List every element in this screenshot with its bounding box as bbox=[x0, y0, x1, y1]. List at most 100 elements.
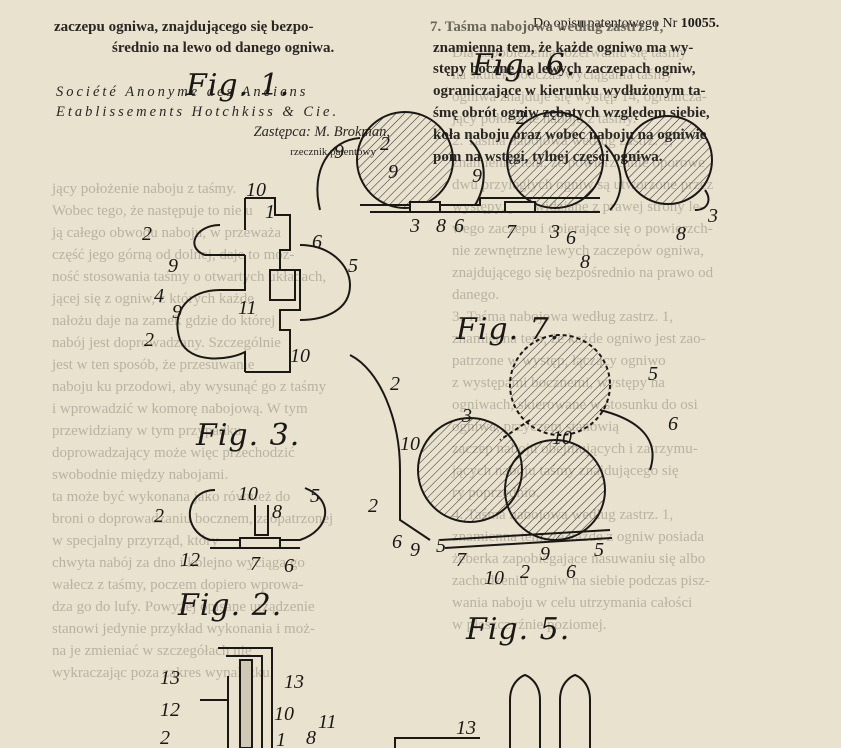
label-9: 9 bbox=[168, 255, 178, 277]
label-13: 13 bbox=[160, 667, 180, 689]
label-1: 1 bbox=[265, 201, 275, 223]
assignee-line-1: Société Anonyme des Anciens bbox=[56, 84, 309, 100]
fig-6-title: Fig. 6. bbox=[472, 48, 577, 83]
label-2: 2 bbox=[142, 223, 152, 245]
header-prefix: Do opisu patentowego Nr bbox=[533, 16, 678, 31]
fig-5-title: Fig. 5. bbox=[466, 612, 571, 647]
label-13: 13 bbox=[456, 717, 476, 739]
bleed-line: na skutek podczas wyciągania taśmy bbox=[452, 67, 673, 83]
label-10: 10 bbox=[246, 179, 266, 201]
bleed-line: nałożu daje na zamek gdzie do której bbox=[52, 313, 276, 329]
label-7: 7 bbox=[506, 221, 517, 243]
bleed-line: w specjalny przyrząd, który bbox=[52, 533, 219, 549]
label-10: 10 bbox=[552, 427, 572, 449]
label-8: 8 bbox=[436, 215, 446, 237]
bleed-line: w płaszczyźnie poziomej. bbox=[452, 617, 607, 633]
bleed-line: jest w ten sposób, że przesuwanie bbox=[52, 357, 255, 373]
bleed-line: Dla zapobieżenia rozerwaniu się taśmy bbox=[452, 45, 687, 61]
fig-1-drawing bbox=[176, 197, 352, 373]
label-2c: 2 bbox=[516, 107, 526, 129]
patent-number: 10055. bbox=[680, 16, 720, 31]
bleed-line: ogniwa znajduje się występ 14, ogranicza… bbox=[452, 89, 707, 105]
bleed-line: ją całego obwodu naboju, w przeważa bbox=[52, 225, 282, 241]
bleed-line: naboju ku przodowi, aby wysunąć go z taś… bbox=[52, 379, 327, 395]
label-6: 6 bbox=[454, 215, 464, 237]
label-7: 7 bbox=[456, 549, 467, 571]
bleed-line: jący położenie naboju z taśmy. bbox=[52, 181, 237, 197]
top-right-line-3: ograniczające w kierunku wydłużonym ta- bbox=[433, 83, 706, 99]
label-9b: 9 bbox=[540, 543, 550, 565]
label-10c: 10 bbox=[484, 567, 504, 589]
label-5b: 5 bbox=[436, 535, 446, 557]
bleed-line: na je zmieniać w szczegółach nie bbox=[52, 643, 252, 659]
bleed-line: wykraczając poza zakres wynalazku. bbox=[52, 665, 274, 681]
label-2b: 2 bbox=[144, 329, 154, 351]
fig-3-title: Fig. 3. bbox=[196, 418, 301, 453]
label-5: 5 bbox=[348, 255, 358, 277]
label-10: 10 bbox=[274, 703, 294, 725]
bleed-line: wania naboju w celu utrzymania całości bbox=[452, 595, 693, 611]
fig-2-drawing bbox=[200, 647, 273, 748]
label-5: 5 bbox=[310, 485, 320, 507]
label-9b: 9 bbox=[172, 301, 182, 323]
label-2: 2 bbox=[390, 373, 400, 395]
fig-2-labels: 13 13 12 10 11 2 1 8 bbox=[160, 667, 337, 748]
bleed-line: zachodzeniu ogniw na siebie podczas pisz… bbox=[452, 573, 710, 589]
agent-name: Zastępca: M. Brokman, bbox=[253, 124, 390, 140]
bleed-line: doprowadzający może więc przechodzić bbox=[52, 445, 295, 461]
fig-7-drawing bbox=[349, 334, 654, 549]
fig-5-drawing bbox=[394, 673, 591, 748]
agent-title: rzecznik patentowy bbox=[290, 146, 376, 158]
fig-3-drawing bbox=[188, 487, 326, 549]
label-2: 2 bbox=[154, 505, 164, 527]
bleed-line: broni o doprowadzaniu bocznem, zaopatrzo… bbox=[52, 511, 334, 527]
label-13b: 13 bbox=[284, 671, 304, 693]
bleed-line: znajdującego się bezpośrednio na prawo o… bbox=[452, 265, 714, 281]
label-9: 9 bbox=[410, 539, 420, 561]
assignee-line-2: Etablissements Hotchkiss & Cie. bbox=[56, 104, 340, 120]
fig-2-title: Fig. 2. bbox=[178, 588, 283, 623]
label-8b: 8 bbox=[580, 251, 590, 273]
fig-7-labels: 2 5 3 6 10 10 2 6 9 5 7 10 2 9 6 5 bbox=[368, 363, 678, 589]
label-6c: 6 bbox=[566, 561, 576, 583]
label-10: 10 bbox=[238, 483, 258, 505]
patent-header: Do opisu patentowego Nr 10055. bbox=[533, 16, 719, 32]
label-5: 5 bbox=[648, 363, 658, 385]
top-left-line-2: średnio na lewo od danego ogniwa. bbox=[112, 40, 335, 56]
fig-1-title: Fig. 1. bbox=[186, 68, 291, 103]
label-8: 8 bbox=[272, 501, 282, 523]
bleed-line: część jego górną od dolnej, daje to moż- bbox=[52, 247, 295, 263]
bleed-line: ność stosowania taśmy o otwartych układa… bbox=[52, 269, 327, 285]
label-8c: 8 bbox=[676, 223, 686, 245]
label-10b: 10 bbox=[400, 433, 420, 455]
bleed-line: jącej się z ogniw, z których każde bbox=[52, 291, 254, 307]
label-12: 12 bbox=[160, 699, 180, 721]
label-3b: 3 bbox=[549, 221, 560, 243]
label-6: 6 bbox=[312, 231, 322, 253]
top-right-line-2: stępy boczne na lewych zaczepach ogniw, bbox=[433, 61, 696, 77]
label-9b: 9 bbox=[388, 161, 398, 183]
label-2: 2 bbox=[380, 133, 390, 155]
bleed-line: Wobec tego, że następuje to nie u bbox=[52, 203, 253, 219]
fig-1-labels: 10 1 2 6 5 9 4 9 11 2 10 bbox=[142, 179, 358, 367]
top-right-line-0: 7. Taśma nabojowa według zastrz. 1, bbox=[430, 19, 664, 35]
top-right-line-1: znamienna tem, że każde ogniwo ma wy- bbox=[433, 40, 694, 56]
label-3: 3 bbox=[409, 215, 420, 237]
label-2c: 2 bbox=[520, 561, 530, 583]
bleed-line: ta może być wykonana jako również do bbox=[52, 489, 291, 505]
label-11: 11 bbox=[238, 297, 257, 319]
bleed-line: żeberka zapobiegające nasuwaniu się albo bbox=[452, 551, 706, 567]
label-1: 1 bbox=[276, 729, 286, 748]
bleed-line: wego zaczepu i opierające się o powierzc… bbox=[452, 221, 713, 237]
label-3: 3 bbox=[461, 405, 472, 427]
bleed-line: przewidziany w tym przypadku bbox=[52, 423, 242, 439]
label-7: 7 bbox=[250, 553, 261, 575]
label-6: 6 bbox=[284, 555, 294, 577]
fig-6-drawing bbox=[316, 111, 713, 213]
label-6: 6 bbox=[668, 413, 678, 435]
fig-5-labels: 13 bbox=[456, 717, 476, 739]
label-6b: 6 bbox=[392, 531, 402, 553]
label-12: 12 bbox=[180, 549, 200, 571]
